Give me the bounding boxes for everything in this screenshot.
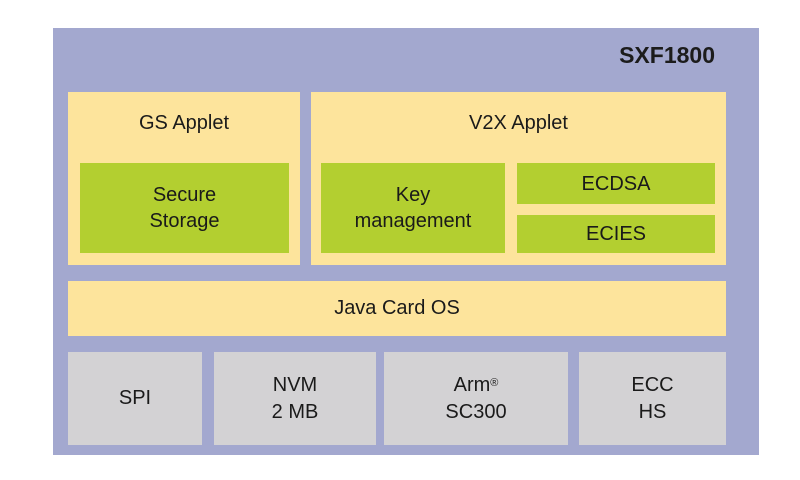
ecdsa-block: ECDSA (517, 163, 715, 204)
ecies-block: ECIES (517, 215, 715, 253)
arm-name: Arm (453, 373, 491, 396)
v2x-applet-title: V2X Applet (469, 112, 568, 134)
gs-applet-title: GS Applet (138, 112, 230, 134)
ecdsa-label: ECDSA (581, 172, 651, 195)
ecc-line1: ECC (631, 373, 674, 396)
chip-name: SXF1800 (619, 42, 715, 68)
registered-mark: ® (490, 376, 499, 389)
nvm-block: NVM 2 MB (214, 352, 376, 445)
ecc-block: ECC HS (579, 352, 726, 445)
spi-label: SPI (118, 387, 152, 409)
arm-block: Arm® SC300 (384, 352, 568, 445)
ecies-label: ECIES (585, 223, 647, 245)
spi-block: SPI (68, 352, 202, 445)
secure-storage-block: Secure Storage (80, 163, 289, 253)
ecc-line2: HS (638, 400, 667, 423)
nvm-line2: 2 MB (271, 400, 319, 423)
key-management-block: Key management (321, 163, 505, 253)
key-management-line1: Key (395, 184, 431, 206)
java-card-os-block: Java Card OS (68, 281, 726, 336)
arm-line2: SC300 (445, 400, 507, 423)
java-card-os-label: Java Card OS (334, 297, 460, 319)
secure-storage-line2: Storage (149, 210, 220, 232)
nvm-line1: NVM (272, 373, 318, 396)
arm-line1: Arm® (454, 372, 499, 399)
key-management-line2: management (354, 210, 472, 232)
secure-storage-line1: Secure (152, 184, 217, 206)
